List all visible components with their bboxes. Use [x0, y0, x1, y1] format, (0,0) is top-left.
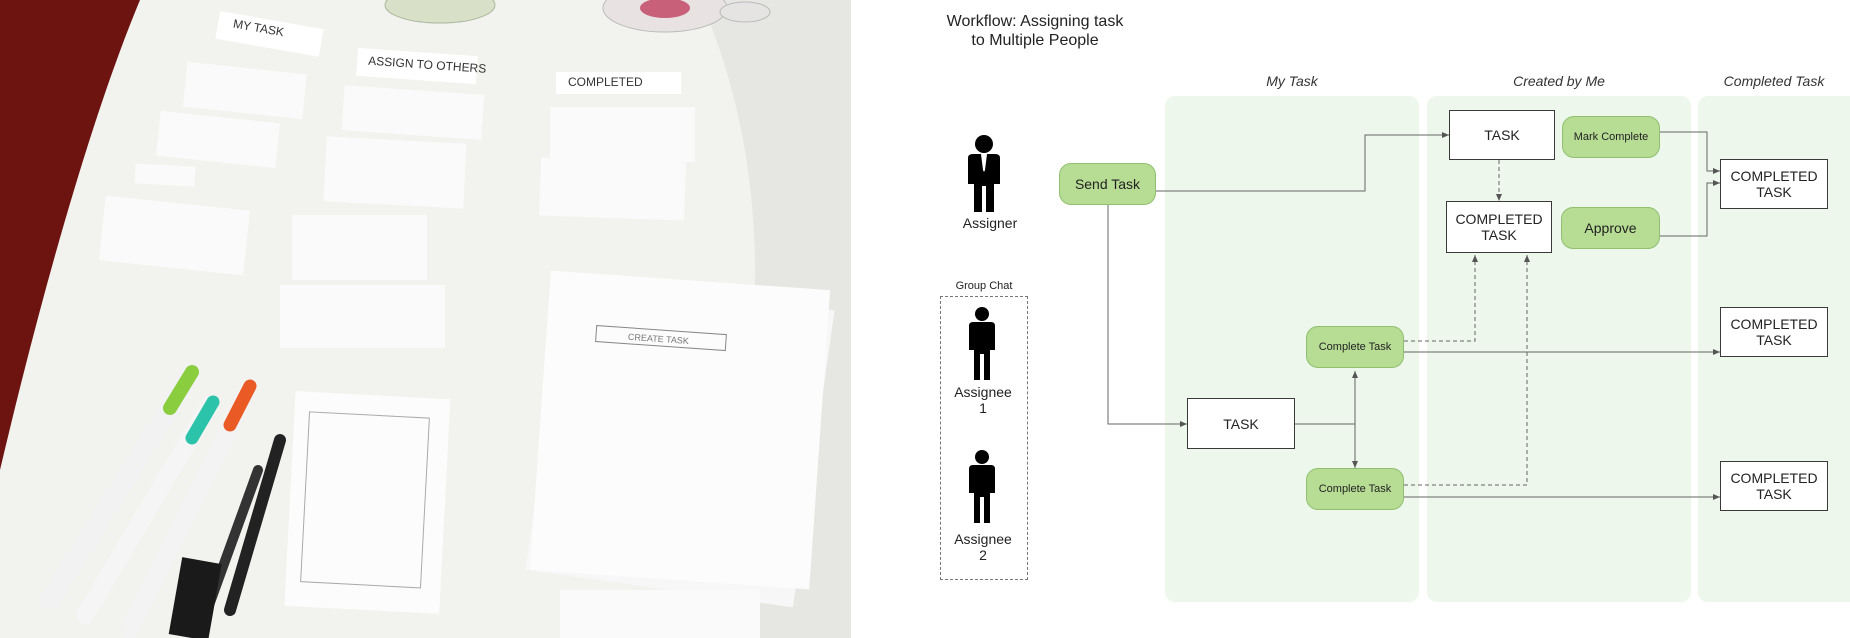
arrow-approve	[1660, 180, 1720, 237]
prototype-photo: MY TASK ASSIGN TO OTHERS COMPLETED CREAT…	[0, 0, 851, 638]
sticky-note	[98, 195, 250, 276]
sticky-note	[539, 157, 687, 221]
completed-3-line2: TASK	[1756, 486, 1792, 502]
completed-task-node-2: COMPLETED TASK	[1720, 307, 1828, 357]
sticky-note	[323, 136, 467, 209]
completed-1-line2: TASK	[1756, 184, 1792, 200]
group-chat-frame	[940, 296, 1028, 580]
sticky-note	[356, 47, 478, 85]
marker-cap-green	[163, 365, 199, 415]
sketch-sheet	[529, 270, 831, 590]
created-task-node: TASK	[1449, 110, 1555, 160]
assign-column: ASSIGN TO OTHERS	[280, 47, 487, 348]
completed-2-line1: COMPLETED	[1730, 316, 1818, 332]
sketch-sheet	[560, 590, 760, 638]
assignee-2-number: 2	[979, 547, 987, 563]
lane-header-my-task: My Task	[1266, 73, 1318, 89]
diagram-title-line1: Workflow: Assigning task	[946, 13, 1124, 30]
sticky-note	[292, 215, 427, 280]
completed-task-node-3: COMPLETED TASK	[1720, 461, 1828, 511]
marker-cap-orange	[223, 379, 257, 432]
assignee-1-icon	[969, 307, 995, 380]
my-task-node: TASK	[1187, 398, 1295, 449]
complete-task-2-node: Complete Task	[1306, 468, 1404, 510]
assigner-icon	[968, 135, 1000, 212]
assignee-2-label: Assignee 2	[945, 531, 1021, 563]
lane-header-created-by-me: Created by Me	[1513, 73, 1605, 89]
lane-created-by-me	[1427, 96, 1691, 602]
assignee-1-number: 1	[979, 400, 987, 416]
diagram-title: Workflow: Assigning task to Multiple Peo…	[925, 12, 1145, 50]
assignee-2-name: Assignee	[954, 531, 1012, 547]
diagram-title-line2: to Multiple People	[971, 32, 1099, 49]
arrow-mark-complete	[1660, 131, 1720, 174]
sticky-note	[156, 110, 281, 169]
lane-header-completed-task: Completed Task	[1723, 73, 1825, 89]
sticky-note	[215, 11, 324, 57]
completed-task-node-1: COMPLETED TASK	[1720, 159, 1828, 209]
completed-2-line2: TASK	[1756, 332, 1792, 348]
approve-node: Approve	[1561, 207, 1660, 249]
assignee-1-name: Assignee	[954, 384, 1012, 400]
cup-right-pattern	[640, 0, 690, 18]
pens	[40, 365, 286, 638]
my-task-column: MY TASK	[98, 11, 324, 276]
phone-sketch	[284, 391, 451, 614]
sticky-note	[550, 107, 695, 162]
sticky-note	[182, 61, 307, 120]
marker-white	[121, 386, 254, 638]
cup-left	[384, 0, 496, 24]
sticky-note	[341, 85, 485, 140]
mark-complete-node: Mark Complete	[1562, 116, 1660, 158]
assigner-label: Assigner	[962, 215, 1018, 231]
send-task-node: Send Task	[1059, 163, 1156, 205]
created-completed-line2: TASK	[1481, 227, 1517, 243]
sketch-title: CREATE TASK	[628, 332, 690, 346]
arrow-complete1-to-created	[1404, 255, 1478, 342]
cup-handle	[719, 1, 771, 23]
created-completed-line1: COMPLETED	[1455, 211, 1543, 227]
completed-1-line1: COMPLETED	[1730, 168, 1818, 184]
sketch-title-box	[595, 325, 727, 352]
arrow-complete2-to-created	[1404, 255, 1530, 486]
marker-cap-teal	[185, 395, 220, 445]
assignee-2-icon	[969, 450, 995, 523]
pen-black	[224, 434, 286, 616]
eraser-pen	[168, 557, 222, 638]
assignee-1-label: Assignee 1	[945, 384, 1021, 416]
completed-column: COMPLETED	[539, 72, 695, 221]
arrow-send-to-my-task	[1107, 205, 1187, 427]
arrow-send-to-task	[1156, 132, 1449, 192]
sticky-note	[556, 72, 681, 94]
sticky-note	[134, 163, 196, 187]
group-chat-label: Group Chat	[955, 280, 1013, 292]
sketch-sheets: CREATE TASK	[284, 270, 835, 638]
complete-task-1-node: Complete Task	[1306, 326, 1404, 368]
phone-frame	[300, 411, 430, 589]
created-completed-task-node: COMPLETED TASK	[1446, 201, 1552, 253]
completed-3-line1: COMPLETED	[1730, 470, 1818, 486]
sticky-note	[280, 285, 445, 348]
sticky-header-completed: COMPLETED	[568, 75, 643, 89]
